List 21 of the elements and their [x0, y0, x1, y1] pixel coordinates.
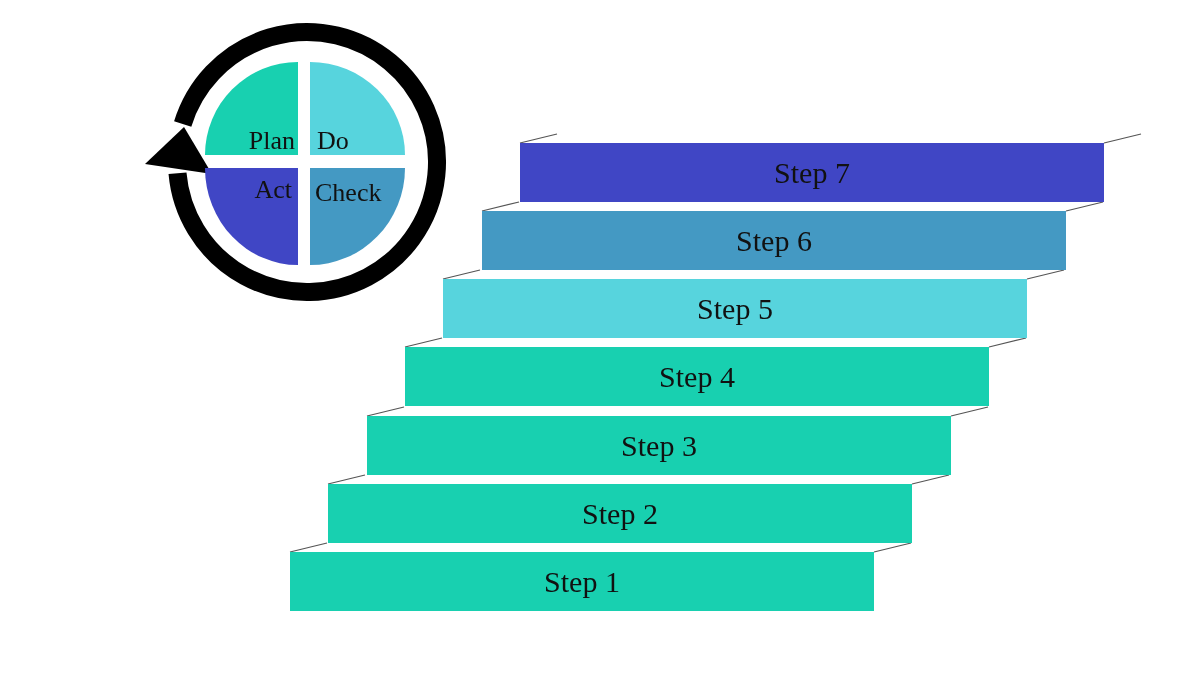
stair-step — [405, 347, 989, 406]
stair-step — [290, 552, 874, 611]
step-label: Step 1 — [544, 566, 620, 597]
quadrant-label: Check — [315, 180, 382, 206]
stair-step — [367, 416, 951, 475]
step-label: Step 6 — [736, 225, 812, 256]
stair-step — [443, 279, 1027, 338]
step-label: Step 5 — [697, 293, 773, 324]
stair-step — [328, 484, 912, 543]
pie-quadrant — [205, 168, 298, 265]
quadrant-label: Act — [254, 177, 292, 203]
stair-step — [520, 143, 1104, 202]
step-label: Step 7 — [774, 157, 850, 188]
step-label: Step 2 — [582, 498, 658, 529]
stair-step — [482, 211, 1066, 270]
pie-quadrant — [310, 168, 405, 265]
step-label: Step 3 — [621, 430, 697, 461]
quadrant-label: Plan — [248, 128, 295, 154]
step-label: Step 4 — [659, 361, 735, 392]
pie-quadrant — [205, 62, 298, 155]
quadrant-label: Do — [317, 128, 349, 154]
